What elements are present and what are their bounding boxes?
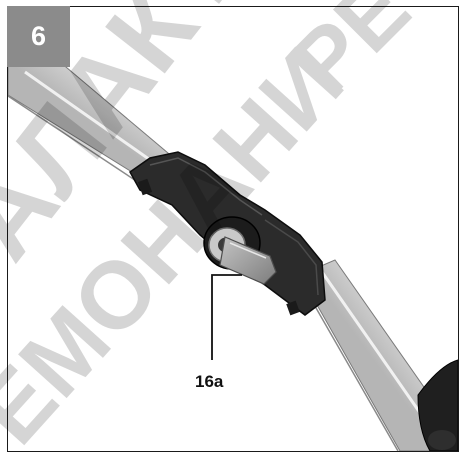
lower-grip: [417, 359, 458, 451]
step-number-badge: 6: [7, 6, 70, 67]
quick-release-lever-16a: [219, 236, 277, 285]
callout-label-16a: 16a: [195, 372, 224, 391]
lower-tube: [299, 259, 441, 451]
callout-leader-line: [211, 274, 242, 360]
